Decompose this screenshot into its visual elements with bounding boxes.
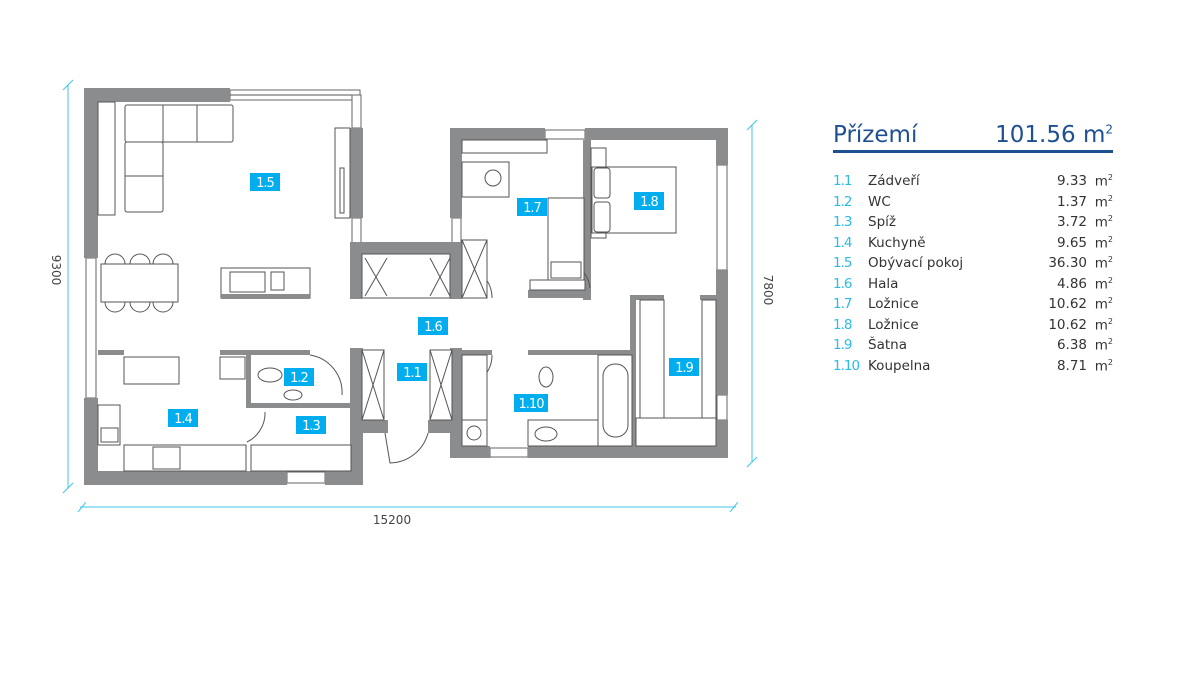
room-area: 3.72	[1056, 214, 1087, 231]
room-area: 36.30	[1048, 255, 1087, 272]
area-unit: m2	[1094, 255, 1113, 272]
room-list-item: 1.9 Šatna 6.38 m2	[833, 335, 1113, 356]
svg-text:1.9: 1.9	[675, 361, 693, 376]
room-tag-1.3: 1.3	[296, 416, 326, 434]
room-list-item: 1.10 Koupelna 8.71 m2	[833, 356, 1113, 377]
room-number: 1.9	[833, 337, 852, 354]
room-tag-1.1: 1.1	[397, 363, 427, 381]
room-name: Zádveří	[868, 173, 920, 190]
room-tag-1.10: 1.10	[514, 394, 548, 412]
svg-text:1.8: 1.8	[640, 195, 658, 210]
area-unit: m2	[1094, 357, 1113, 375]
room-tag-1.4: 1.4	[168, 409, 198, 427]
area-unit: m2	[1094, 234, 1113, 252]
room-area: 9.33	[1056, 173, 1087, 190]
area-unit: m2	[1094, 173, 1113, 190]
area-unit: m2	[1094, 316, 1113, 334]
area-unit: m2	[1094, 296, 1113, 313]
room-list-item: 1.1 Zádveří 9.33 m2	[833, 171, 1113, 192]
svg-text:1.6: 1.6	[424, 320, 442, 335]
room-list-item: 1.4 Kuchyně 9.65 m2	[833, 233, 1113, 254]
room-number: 1.6	[833, 275, 852, 292]
room-number: 1.5	[833, 255, 852, 272]
room-area: 6.38	[1056, 337, 1087, 354]
room-number: 1.1	[833, 173, 852, 190]
area-unit: m2	[1094, 275, 1113, 293]
room-tag-1.2: 1.2	[284, 368, 314, 386]
room-area: 8.71	[1056, 357, 1087, 374]
svg-text:1.10: 1.10	[519, 397, 545, 412]
area-unit: m2	[1094, 214, 1113, 231]
furniture	[97, 101, 717, 472]
room-tag-1.6: 1.6	[418, 317, 448, 335]
room-area: 10.62	[1048, 296, 1087, 313]
dimension-lines	[62, 79, 758, 513]
room-list-item: 1.8 Ložnice 10.62 m2	[833, 315, 1113, 336]
floor-total-area: 101.56 m2	[995, 122, 1113, 148]
dimension-left: 9300	[49, 255, 63, 286]
dimension-right: 7800	[761, 275, 775, 306]
room-list-item: 1.2 WC 1.37 m2	[833, 192, 1113, 213]
windows	[85, 89, 728, 484]
svg-text:1.1: 1.1	[403, 366, 421, 381]
area-unit: m2	[1094, 337, 1113, 354]
room-name: Obývací pokoj	[868, 255, 964, 272]
room-tag-1.9: 1.9	[669, 358, 699, 376]
walls	[84, 88, 728, 485]
room-list: 1.1 Zádveří 9.33 m2 1.2 WC 1.37 m2 1.3 Spíž 3.72 m2…	[833, 171, 1113, 376]
room-area: 1.37	[1056, 193, 1087, 210]
room-name: Kuchyně	[868, 234, 926, 251]
room-tag-1.7: 1.7	[517, 198, 547, 216]
svg-text:1.2: 1.2	[290, 371, 308, 386]
room-number: 1.7	[833, 296, 852, 313]
room-number: 1.4	[833, 234, 852, 251]
room-tag-1.8: 1.8	[634, 192, 664, 210]
room-number: 1.2	[833, 193, 852, 210]
room-name: Koupelna	[868, 357, 931, 374]
room-number: 1.3	[833, 214, 852, 231]
room-number: 1.10	[833, 357, 860, 374]
svg-text:1.5: 1.5	[256, 176, 274, 191]
room-name: WC	[868, 193, 891, 210]
room-list-item: 1.3 Spíž 3.72 m2	[833, 212, 1113, 233]
room-name: Spíž	[868, 214, 896, 231]
room-area: 4.86	[1056, 275, 1087, 292]
room-list-item: 1.6 Hala 4.86 m2	[833, 274, 1113, 295]
room-list-item: 1.7 Ložnice 10.62 m2	[833, 294, 1113, 315]
room-area: 9.65	[1056, 234, 1087, 251]
room-tag-1.5: 1.5	[250, 173, 280, 191]
room-name: Šatna	[868, 337, 907, 354]
dimension-bottom: 15200	[373, 513, 411, 527]
area-unit: m2	[1094, 193, 1113, 211]
room-list-item: 1.5 Obývací pokoj 36.30 m2	[833, 253, 1113, 274]
room-name: Ložnice	[868, 316, 919, 333]
room-name: Hala	[868, 275, 899, 292]
room-area: 10.62	[1048, 316, 1087, 333]
svg-text:1.7: 1.7	[523, 201, 541, 216]
legend-header: Přízemí 101.56 m2	[833, 122, 1113, 153]
room-number: 1.8	[833, 316, 852, 333]
floor-title: Přízemí	[833, 122, 918, 148]
room-name: Ložnice	[868, 296, 919, 313]
svg-text:1.4: 1.4	[174, 412, 192, 427]
svg-text:1.3: 1.3	[302, 419, 320, 434]
